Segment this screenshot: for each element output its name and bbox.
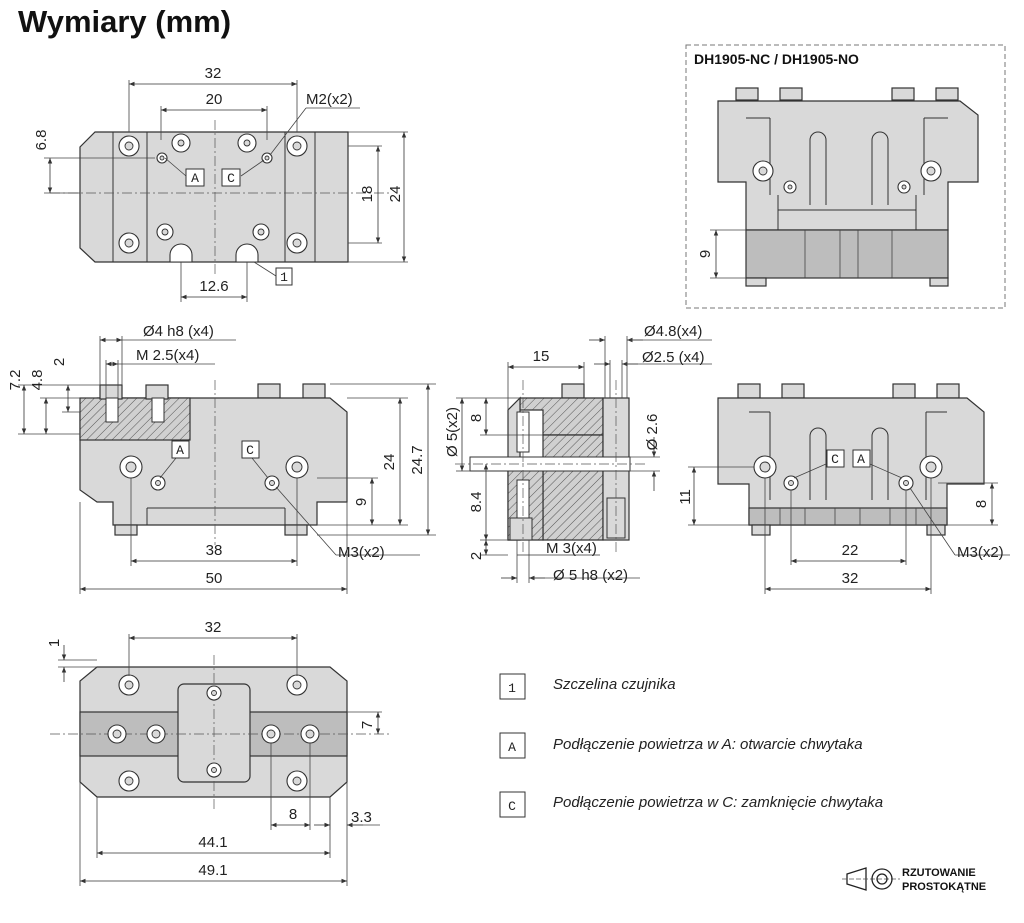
bottom-dim-3-3: 3.3 [351, 809, 372, 826]
legend-item: C Podłączenie powietrza w C: zamknięcie … [499, 791, 883, 818]
top-view: 32 20 M2(x2) 6.8 18 24 12.6 A C 1 [33, 65, 408, 302]
section-dim-2: 2 [468, 552, 485, 560]
side-dim-24-7: 24.7 [409, 445, 426, 474]
legend-item: A Podłączenie powietrza w A: otwarcie ch… [499, 732, 863, 759]
svg-text:C: C [246, 443, 254, 458]
end-dim-8: 8 [973, 500, 990, 508]
variant-view: DH1905-NC / DH1905-NO 9 [685, 44, 1006, 309]
variant-title: DH1905-NC / DH1905-NO [694, 51, 859, 67]
top-dim-32: 32 [205, 65, 222, 82]
bottom-dim-44-1: 44.1 [198, 834, 227, 851]
side-dim-38: 38 [206, 542, 223, 559]
top-marker-a [185, 168, 205, 187]
projection-icon [842, 867, 900, 891]
section-dim-8-4: 8.4 [468, 492, 485, 513]
projection-symbol: RZUTOWANIE PROSTOKĄTNE [842, 867, 986, 893]
side-view-section [79, 397, 191, 441]
bottom-dim-1: 1 [46, 639, 63, 647]
top-dim-24: 24 [387, 186, 404, 203]
section-label-d2-5: Ø2.5 (x4) [642, 349, 705, 366]
side-dim-50: 50 [206, 570, 223, 587]
side-label-d4h8: Ø4 h8 (x4) [143, 323, 214, 340]
projection-label-2: PROSTOKĄTNE [902, 881, 986, 893]
side-label-m3: M3(x2) [338, 544, 385, 561]
bottom-dim-49-1: 49.1 [198, 862, 227, 879]
variant-jaw [745, 229, 949, 279]
end-marker-a [852, 449, 871, 468]
side-dim-9: 9 [353, 498, 370, 506]
legend-text: Podłączenie powietrza w A: otwarcie chwy… [553, 736, 863, 753]
top-marker-1 [275, 267, 293, 286]
section-upper [519, 397, 604, 436]
section-middle [542, 434, 604, 541]
legend-key: C [508, 799, 516, 814]
legend-text: Podłączenie powietrza w C: zamknięcie ch… [553, 794, 883, 811]
top-label-m2: M2(x2) [306, 91, 353, 108]
top-view-holes [118, 133, 308, 263]
section-label-m3: M 3(x4) [546, 540, 597, 557]
side-dim-4-8: 4.8 [29, 370, 46, 391]
legend: 1 Szczelina czujnika A Podłączenie powie… [499, 673, 883, 818]
section-dim-15: 15 [533, 348, 550, 365]
end-dim-32: 32 [842, 570, 859, 587]
side-dim-24: 24 [381, 454, 398, 471]
section-view: 15 Ø4.8(x4) Ø2.5 (x4) Ø 5(x2) 8 8.4 2 Ø … [444, 323, 712, 584]
end-view: C A 11 8 22 32 M3(x2) [677, 383, 1010, 594]
top-marker-c [221, 168, 241, 187]
top-dim-12-6: 12.6 [199, 278, 228, 295]
variant-dim-9: 9 [697, 250, 714, 258]
top-dim-20: 20 [206, 91, 223, 108]
svg-text:C: C [227, 171, 235, 186]
svg-text:1: 1 [280, 270, 288, 285]
end-marker-c [826, 449, 845, 468]
bottom-view: 32 1 7 8 3.3 44.1 49.1 [46, 619, 390, 886]
end-dim-11: 11 [677, 489, 694, 505]
page-title: Wymiary (mm) [18, 4, 232, 39]
section-label-d2-6: Ø 2.6 [644, 414, 661, 451]
side-marker-c [241, 440, 260, 459]
side-marker-a [171, 440, 190, 459]
section-label-d4-8: Ø4.8(x4) [644, 323, 702, 340]
side-label-m2-5: M 2.5(x4) [136, 347, 199, 364]
end-label-m3: M3(x2) [957, 544, 1004, 561]
bottom-dim-8: 8 [289, 806, 297, 823]
legend-item: 1 Szczelina czujnika [499, 673, 676, 700]
legend-key: 1 [508, 681, 516, 696]
side-dim-2: 2 [51, 358, 68, 366]
side-dim-7-2: 7.2 [7, 370, 24, 391]
section-dim-8: 8 [468, 414, 485, 422]
section-label-d5h8: Ø 5 h8 (x2) [553, 567, 628, 584]
svg-text:A: A [191, 171, 199, 186]
svg-text:A: A [857, 452, 865, 467]
top-dim-18: 18 [359, 186, 376, 203]
legend-text: Szczelina czujnika [553, 676, 676, 693]
side-view: A C Ø4 h8 (x4) M 2.5(x4) 7.2 4.8 2 24 24… [7, 323, 436, 594]
bottom-dim-7: 7 [359, 721, 376, 729]
legend-key: A [508, 740, 516, 755]
bottom-dim-32: 32 [205, 619, 222, 636]
end-dim-22: 22 [842, 542, 859, 559]
svg-text:C: C [831, 452, 839, 467]
top-dim-6-8: 6.8 [33, 130, 50, 151]
projection-label-1: RZUTOWANIE [902, 867, 976, 879]
svg-text:A: A [176, 443, 184, 458]
variant-frame [685, 44, 1006, 309]
section-label-d5: Ø 5(x2) [444, 407, 461, 457]
